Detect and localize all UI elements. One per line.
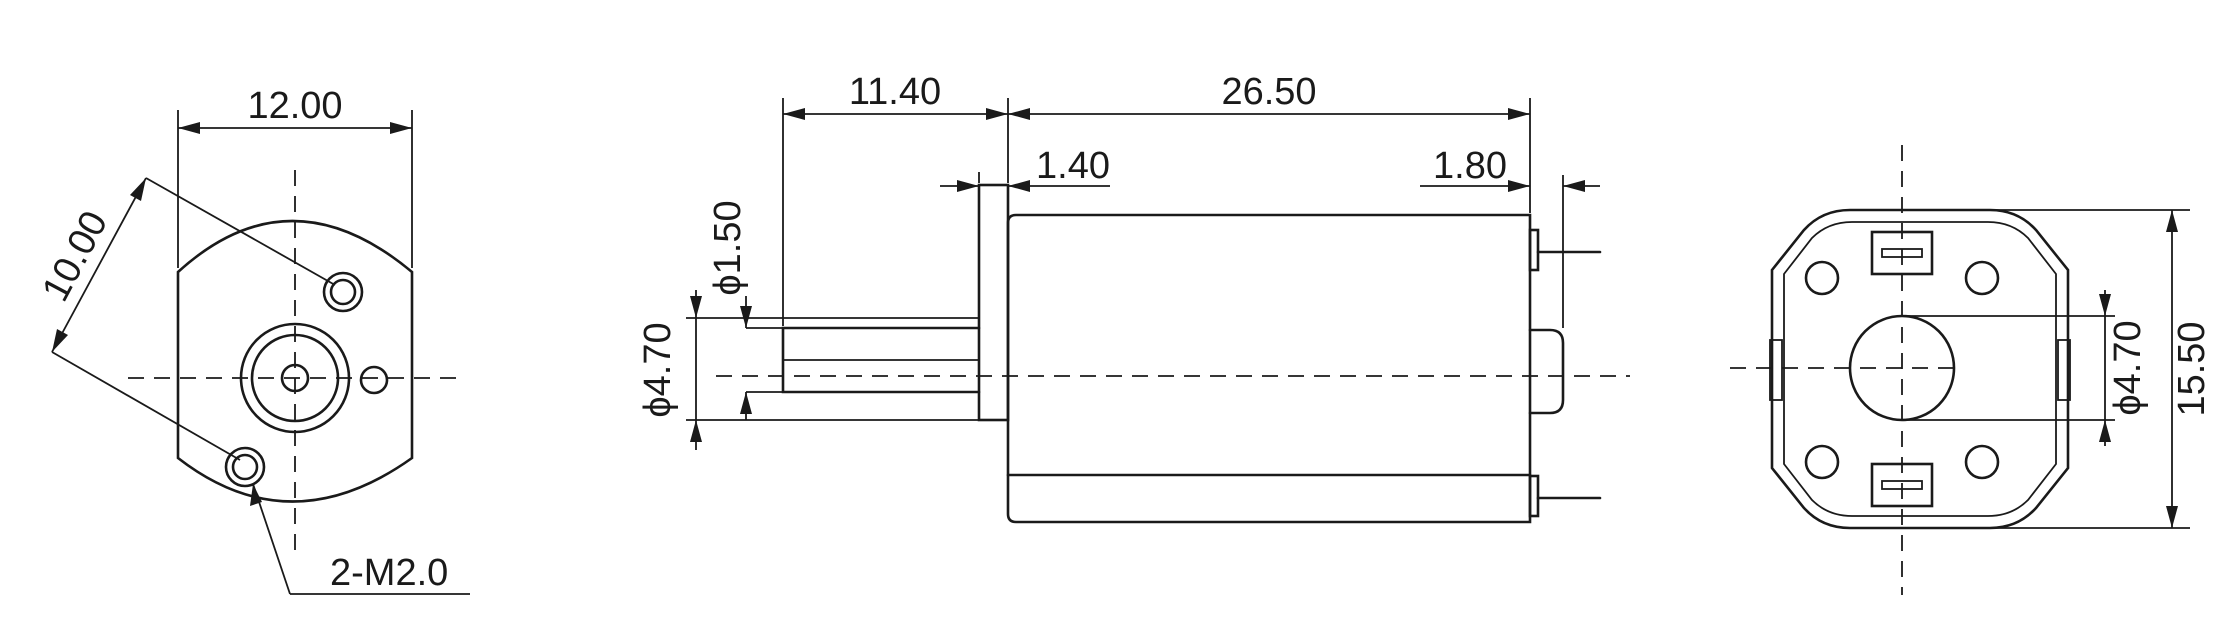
arrowhead: [957, 180, 979, 192]
right-view-terminal-block-bottom: [1870, 462, 1934, 508]
left-view-shaft: [280, 363, 310, 393]
left-view-mount-hole-upper-outer: [322, 271, 364, 313]
arrowhead: [2099, 294, 2111, 316]
body-length-label: 26.50: [1221, 71, 1316, 113]
side-view-body: [1006, 213, 1532, 524]
hole-spacing-dimension-line: [51, 177, 147, 353]
right-view-rim-notch-right: [2057, 339, 2071, 401]
right-view-corner-hole-bottom-left: [1804, 444, 1840, 480]
left-view-boss-outer: [239, 322, 351, 434]
shaft-diameter-label: ϕ1.50: [707, 200, 749, 295]
arrowhead: [2099, 420, 2111, 442]
arrowhead: [52, 329, 68, 352]
flange-thickness-label: 1.40: [1036, 145, 1110, 187]
right-view-corner-hole-top-right: [1964, 260, 2000, 296]
height-label: 15.50: [2171, 321, 2213, 416]
hole-spacing-extension-upper: [145, 177, 336, 286]
side-view-flange: [977, 183, 1010, 422]
left-view-outline: [176, 219, 414, 503]
right-boss-diameter-label: ϕ4.70: [2107, 320, 2149, 415]
thread-note-label: 2-M2.0: [330, 552, 448, 594]
right-view-rim-notch-left: [1769, 339, 1783, 401]
arrowhead: [1008, 180, 1030, 192]
side-view-terminal-upper: [1528, 228, 1540, 272]
boss-diameter-label: ϕ4.70: [637, 322, 679, 417]
arrowhead: [783, 108, 805, 120]
right-view-corner-hole-bottom-right: [1964, 444, 2000, 480]
right-view-terminal-slot-top: [1881, 248, 1923, 258]
right-view-terminal-slot-bottom: [1881, 480, 1923, 490]
arrowhead: [740, 392, 752, 414]
shaft-length-label: 11.40: [849, 71, 941, 113]
arrowhead: [690, 420, 702, 442]
right-view-terminal-block-top: [1870, 230, 1934, 276]
right-view-outline-outer: [1770, 208, 2070, 530]
right-view: ϕ4.70 15.50: [1730, 145, 2213, 595]
arrowhead: [986, 108, 1008, 120]
arrowhead: [740, 306, 752, 328]
side-view-terminal-lower: [1528, 474, 1540, 518]
left-view-mount-hole-lower-outer: [224, 446, 266, 488]
hole-spacing-extension-lower: [51, 351, 241, 461]
left-width-label: 12.00: [247, 85, 342, 127]
left-view-mount-hole-upper-inner: [329, 278, 357, 306]
arrowhead: [130, 178, 146, 201]
arrowhead: [2166, 506, 2178, 528]
arrowhead: [1008, 108, 1030, 120]
right-view-outline-inner: [1783, 221, 2057, 517]
left-view-vent-hole: [359, 365, 389, 395]
left-view: 12.00 10.00 2-M2.0: [35, 85, 470, 595]
left-view-mount-hole-lower-inner: [231, 453, 259, 481]
arrowhead: [2166, 210, 2178, 232]
arrowhead: [250, 484, 262, 506]
right-view-corner-hole-top-left: [1804, 260, 1840, 296]
arrowhead: [1508, 108, 1530, 120]
side-view-rear-boss: [1528, 328, 1565, 415]
side-view: 11.40 26.50 1.40 1.80 ϕ1.50: [637, 71, 1630, 524]
arrowhead: [178, 122, 200, 134]
arrowhead: [390, 122, 412, 134]
arrowhead: [1563, 180, 1585, 192]
arrowhead: [1508, 180, 1530, 192]
arrowhead: [690, 296, 702, 318]
left-view-boss-inner: [250, 333, 340, 423]
terminal-length-label: 1.80: [1433, 145, 1507, 187]
